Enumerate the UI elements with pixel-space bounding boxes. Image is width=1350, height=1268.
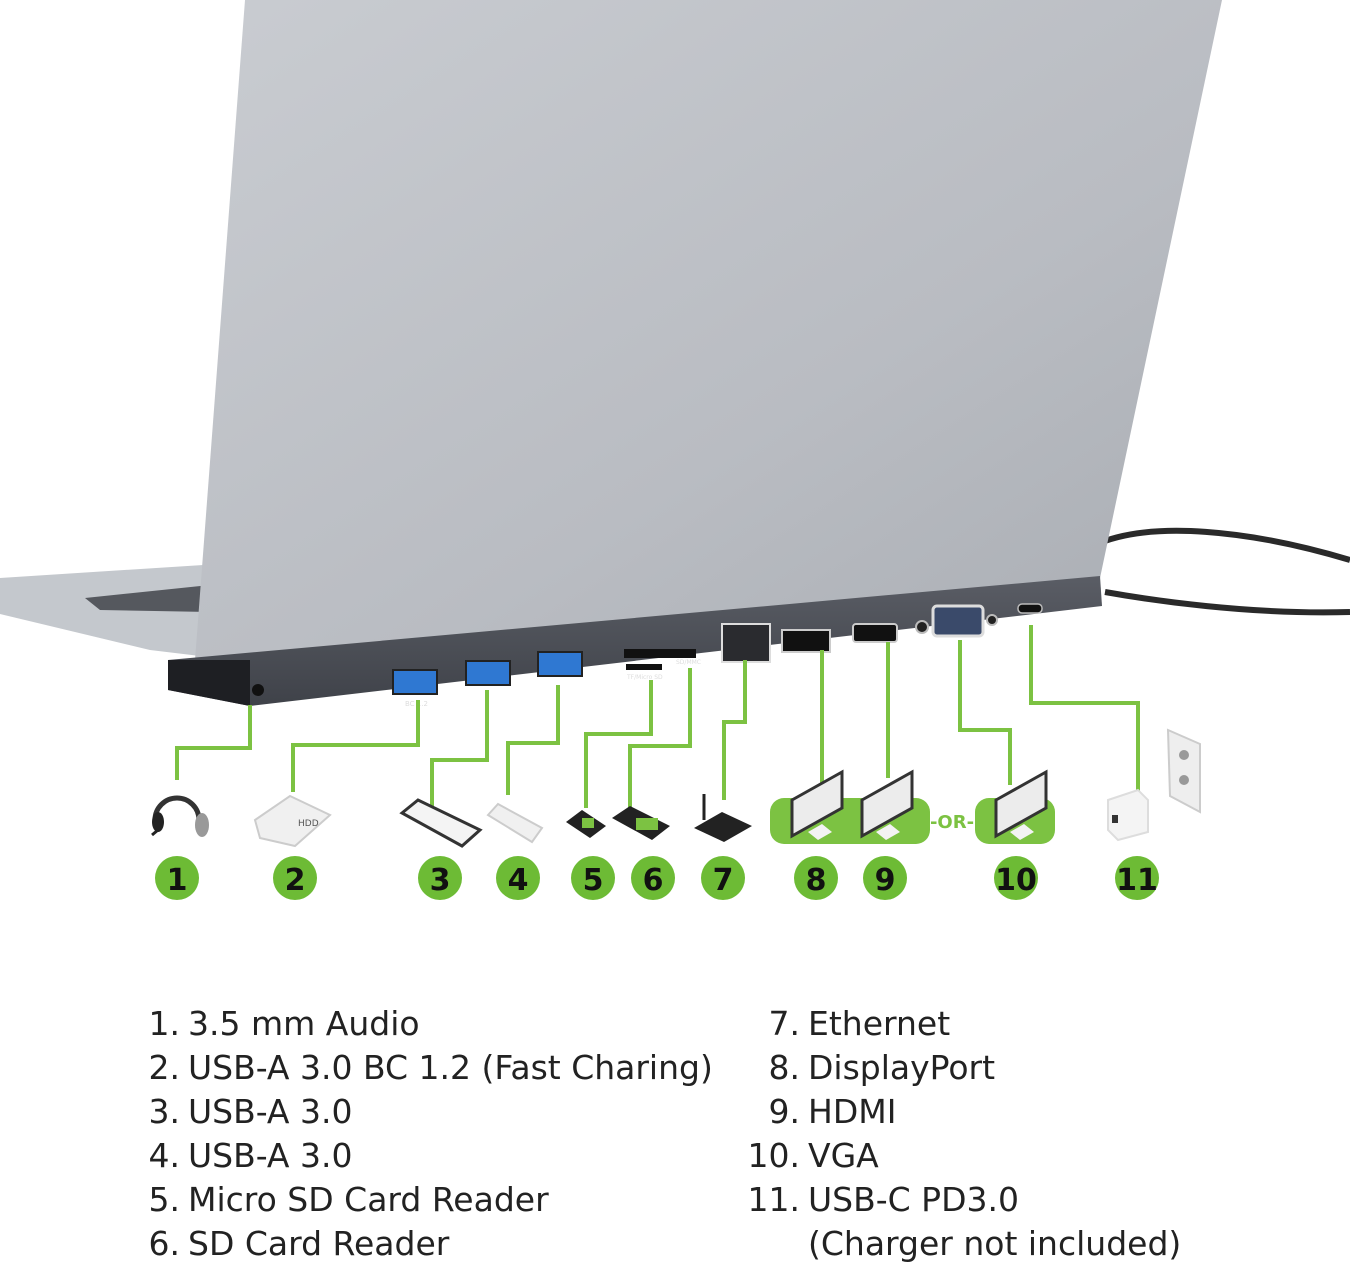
callout-1: 1 — [155, 856, 199, 900]
sd-slot — [624, 649, 696, 658]
callout-number: 5 — [583, 863, 604, 898]
callout-number: 2 — [285, 863, 306, 898]
usb-port-2 — [465, 660, 511, 686]
svg-text:HDD: HDD — [298, 819, 319, 829]
callout-2: 2 — [273, 856, 317, 900]
list-item: 3.USB-A 3.0 — [148, 1092, 353, 1131]
callout-number: 8 — [806, 863, 827, 898]
laptop-lid — [195, 0, 1222, 660]
monitor-icon — [790, 769, 844, 840]
hdd-icon: HDD — [253, 794, 332, 848]
tf-label: TF/Micro SD — [626, 674, 663, 681]
monitor-icon — [860, 769, 914, 840]
usb-stick-icon — [486, 802, 544, 844]
dock-cable — [1104, 589, 1350, 616]
callout-circle — [418, 856, 462, 900]
monitor-icon — [994, 769, 1048, 840]
callout-number: 6 — [643, 863, 664, 898]
micro-sd-slot — [626, 664, 662, 670]
or-label: -OR- — [930, 812, 974, 833]
callout-number: 9 — [875, 863, 896, 898]
headphones-icon — [151, 795, 209, 837]
callout-5: 5 — [571, 856, 615, 900]
usb-port-3 — [537, 651, 583, 677]
callout-circle — [631, 856, 675, 900]
callout-circle — [1115, 856, 1159, 900]
callout-3: 3 — [418, 856, 462, 900]
sd-card-icon — [612, 806, 670, 840]
callout-circle — [571, 856, 615, 900]
list-item: 1.3.5 mm Audio — [148, 1004, 420, 1043]
list-item: 6.SD Card Reader — [148, 1224, 450, 1263]
callout-circle — [863, 856, 907, 900]
list-item: 8.DisplayPort — [768, 1048, 996, 1087]
callout-number: 10 — [995, 863, 1037, 898]
list-item: (Charger not included) — [808, 1224, 1182, 1263]
callout-7: 7 — [701, 856, 745, 900]
list-item: 5.Micro SD Card Reader — [148, 1180, 549, 1219]
callout-numbers: 1 2 3 4 5 6 7 8 9 10 11 — [155, 856, 1159, 900]
laptop-base — [0, 562, 250, 662]
charger-icon — [1107, 788, 1149, 842]
callout-10: 10 — [994, 856, 1038, 900]
aux-jack — [915, 620, 929, 634]
micro-sd-icon — [566, 810, 606, 838]
callout-circle — [496, 856, 540, 900]
sd-label: SD/MMC — [676, 659, 701, 666]
power-cable — [1093, 527, 1350, 563]
callout-number: 11 — [1116, 863, 1158, 898]
callout-number: 3 — [430, 863, 451, 898]
router-icon — [694, 794, 752, 842]
vga-port — [931, 604, 985, 638]
callout-circle — [273, 856, 317, 900]
list-item: 2.USB-A 3.0 BC 1.2 (Fast Charing) — [148, 1048, 713, 1087]
list-item: 10.VGA — [747, 1136, 879, 1175]
list-item: 4.USB-A 3.0 — [148, 1136, 353, 1175]
callout-9: 9 — [863, 856, 907, 900]
wall-outlet-icon — [1166, 728, 1201, 814]
laptop-keyboard — [85, 585, 210, 612]
list-item: 9.HDMI — [768, 1092, 897, 1131]
feature-list-right: 7.Ethernet 8.DisplayPort 9.HDMI 10.VGA 1… — [0, 1002, 1182, 1266]
callout-circle — [994, 856, 1038, 900]
dock-end-cap — [168, 660, 250, 706]
list-item: 7.Ethernet — [768, 1004, 951, 1043]
audio-jack — [252, 684, 264, 696]
hdmi-port — [852, 623, 898, 643]
list-item: 11.USB-C PD3.0 — [747, 1180, 1019, 1219]
callout-6: 6 — [631, 856, 675, 900]
feature-list-left: 1.3.5 mm Audio 2.USB-A 3.0 BC 1.2 (Fast … — [0, 1002, 713, 1266]
phone-icon — [399, 798, 483, 848]
callout-8: 8 — [794, 856, 838, 900]
callout-4: 4 — [496, 856, 540, 900]
displayport-port — [781, 629, 831, 653]
ethernet-port — [721, 623, 771, 663]
callout-number: 7 — [713, 863, 734, 898]
callout-number: 1 — [167, 863, 188, 898]
callout-11: 11 — [1115, 856, 1159, 900]
leader-lines — [175, 625, 1140, 818]
usb-port-bc — [392, 669, 438, 695]
usb-c-port — [1017, 603, 1043, 614]
callout-circle — [794, 856, 838, 900]
callout-circle — [155, 856, 199, 900]
callout-number: 4 — [508, 863, 529, 898]
callout-circle — [701, 856, 745, 900]
